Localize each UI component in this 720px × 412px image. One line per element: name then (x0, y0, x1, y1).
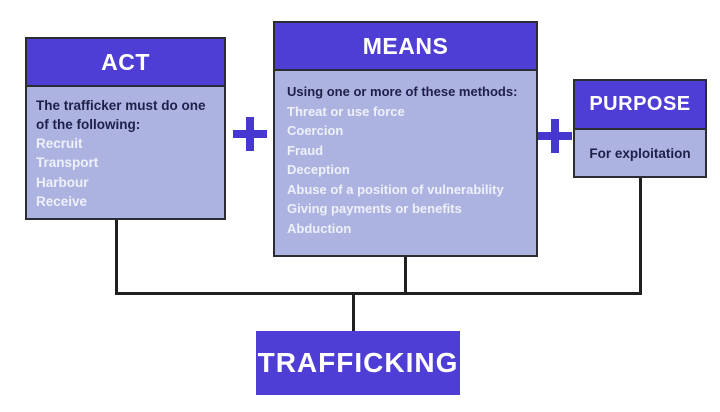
plus-icon (233, 117, 267, 151)
plus-icon (538, 119, 572, 153)
act-body: The trafficker must do one of the follow… (27, 87, 224, 220)
purpose-title: PURPOSE (589, 93, 691, 115)
connector-horizontal (115, 292, 642, 295)
purpose-box: PURPOSE For exploitation (573, 79, 707, 178)
purpose-header: PURPOSE (575, 81, 705, 130)
means-body: Using one or more of these methods: Thre… (275, 71, 536, 249)
means-item: Giving payments or benefits (287, 201, 462, 216)
means-box: MEANS Using one or more of these methods… (273, 21, 538, 257)
connector-purpose-vertical (639, 176, 642, 295)
act-box: ACT The trafficker must do one of the fo… (25, 37, 226, 220)
purpose-body: For exploitation (589, 145, 691, 161)
connector-means-vertical (404, 255, 407, 295)
means-item: Coercion (287, 123, 344, 138)
act-item: Harbour (36, 174, 89, 190)
means-item: Deception (287, 162, 350, 177)
trafficking-box: TRAFFICKING (256, 331, 460, 395)
connector-trafficking-drop (352, 292, 355, 331)
act-intro: The trafficker must do one of the follow… (36, 98, 206, 133)
means-item: Abuse of a position of vulnerability (287, 181, 504, 197)
means-intro: Using one or more of these methods: (287, 84, 518, 99)
act-item: Transport (36, 155, 99, 171)
means-header: MEANS (275, 23, 536, 71)
act-title: ACT (101, 48, 150, 75)
means-item: Abduction (287, 220, 352, 236)
means-title: MEANS (362, 32, 449, 59)
means-item: Fraud (287, 142, 324, 158)
act-item: Receive (36, 193, 88, 209)
act-item: Recruit (36, 136, 83, 152)
means-item: Threat or use force (287, 103, 405, 119)
trafficking-title: TRAFFICKING (257, 347, 459, 378)
act-header: ACT (27, 39, 224, 87)
connector-act-vertical (115, 220, 118, 295)
